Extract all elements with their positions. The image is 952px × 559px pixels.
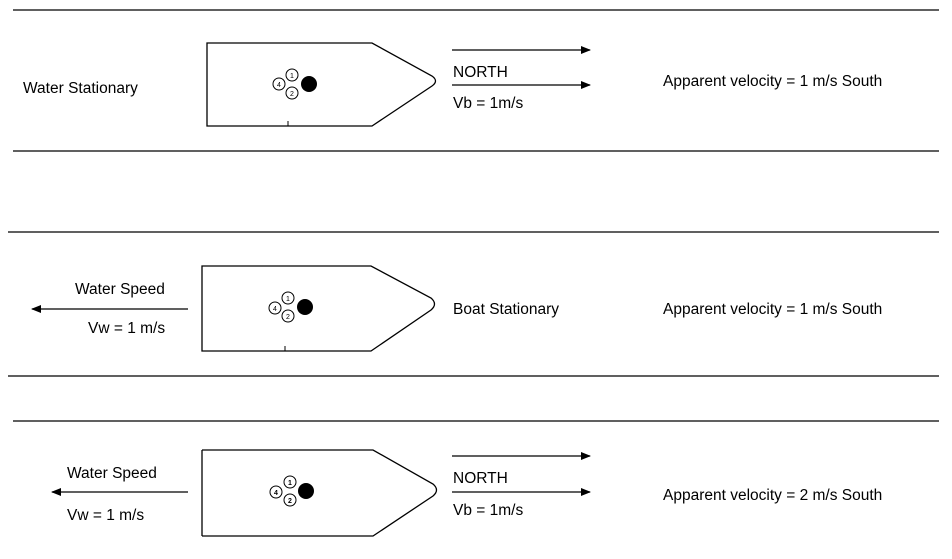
transducer-center-dot (301, 76, 317, 92)
water-velocity-label: Vw = 1 m/s (67, 507, 144, 524)
transducer-beam-4 (268, 301, 282, 315)
transducer-beam-4 (272, 77, 286, 91)
transducer-cluster: 1 2 4 (272, 68, 317, 100)
panel-boat-and-water-moving: Water Speed Vw = 1 m/s 1 2 4 NORTH Vb = … (13, 420, 939, 537)
transducer-center-dot (297, 299, 313, 315)
boat-stationary-label: Boat Stationary (453, 301, 559, 318)
transducer-beam-1 (281, 291, 295, 305)
apparent-velocity-text: Apparent velocity = 2 m/s South (663, 487, 882, 504)
left-label: Water Stationary (23, 80, 138, 97)
transducer-beam-2 (283, 493, 297, 507)
panel-boat-stationary: Water Speed Vw = 1 m/s 1 2 4 Boat Statio… (8, 231, 939, 377)
apparent-velocity-text: Apparent velocity = 1 m/s South (663, 301, 882, 318)
beam-4-label: 4 (277, 82, 281, 89)
boat-velocity-label: Vb = 1m/s (453, 95, 523, 112)
beam-2-label: 2 (288, 498, 292, 505)
boat-velocity-label: Vb = 1m/s (453, 502, 523, 519)
water-speed-label: Water Speed (75, 281, 165, 298)
transducer-beam-2 (281, 309, 295, 323)
boat-hull (201, 265, 436, 352)
beam-4-label: 4 (274, 490, 278, 497)
transducer-cluster: 1 2 4 (268, 291, 313, 323)
beam-2-label: 2 (286, 314, 290, 321)
transducer-beam-1 (283, 475, 297, 489)
transducer-cluster: 1 2 4 (269, 475, 314, 507)
boat-hull (202, 449, 438, 537)
transducer-beam-2 (285, 86, 299, 100)
transducer-center-dot (298, 483, 314, 499)
beam-4-label: 4 (273, 306, 277, 313)
beam-1-label: 1 (286, 296, 290, 303)
transducer-beam-4 (269, 485, 283, 499)
beam-1-label: 1 (290, 73, 294, 80)
transducer-beam-1 (285, 68, 299, 82)
north-label: NORTH (453, 470, 508, 487)
beam-2-label: 2 (290, 91, 294, 98)
panel-water-stationary: Water Stationary 1 2 4 NORTH Vb = 1m/s A… (13, 9, 939, 152)
water-velocity-label: Vw = 1 m/s (88, 320, 165, 337)
boat-hull (206, 42, 437, 127)
apparent-velocity-text: Apparent velocity = 1 m/s South (663, 73, 882, 90)
water-speed-label: Water Speed (67, 465, 157, 482)
beam-1-label: 1 (288, 480, 292, 487)
north-label: NORTH (453, 64, 508, 81)
